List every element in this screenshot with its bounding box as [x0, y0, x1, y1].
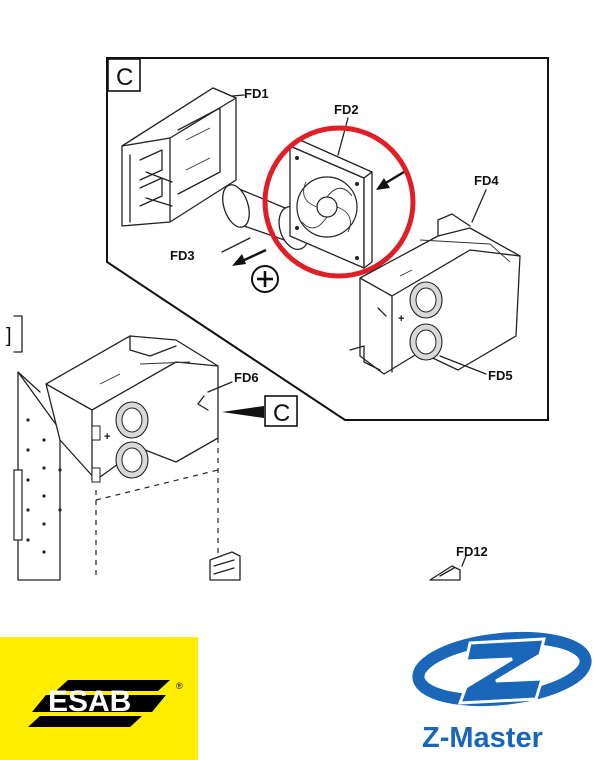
label-fd5: FD5 — [488, 368, 513, 383]
detail-box-tag — [107, 58, 141, 92]
highlight-circle — [262, 125, 416, 279]
callout-box — [264, 395, 298, 427]
detail-view-c: C FD1 FD3 — [106, 57, 549, 421]
bottom-partial-parts — [209, 551, 467, 581]
label-fd12: FD12 — [456, 544, 488, 559]
svg-text:+: + — [398, 313, 404, 325]
fd2-fan — [289, 117, 373, 269]
esab-logo-text: ESAB — [48, 685, 131, 718]
callout-label: C — [273, 400, 290, 427]
arrow-left-icon — [232, 248, 267, 266]
label-fd4: FD4 — [474, 173, 499, 188]
esab-logo: ESAB ® — [0, 637, 198, 760]
left-partial-label: ] — [6, 325, 12, 347]
label-fd6: FD6 — [234, 370, 259, 385]
esab-registered-mark: ® — [176, 681, 183, 691]
label-fd3: FD3 — [170, 248, 195, 263]
esab-logo-mark: ESAB — [28, 680, 170, 727]
fd1-bracket — [121, 87, 245, 227]
arrow-left-down-icon — [376, 170, 405, 190]
fd4-housing: + — [349, 189, 521, 375]
lower-assembly: ] + C — [6, 315, 298, 581]
perforation-dots — [26, 418, 62, 554]
exploded-parts-diagram: C FD1 FD3 — [6, 57, 549, 581]
svg-text:+: + — [104, 431, 110, 443]
zmaster-logo-text: Z-Master — [422, 722, 543, 754]
zmaster-z-mark — [412, 631, 592, 707]
callout-arrow — [222, 406, 264, 418]
label-fd1: FD1 — [244, 86, 269, 101]
plus-terminal-icon — [251, 265, 279, 293]
label-fd2: FD2 — [334, 102, 359, 117]
zmaster-logo: Z-Master — [412, 631, 592, 754]
detail-box-label: C — [116, 64, 133, 91]
